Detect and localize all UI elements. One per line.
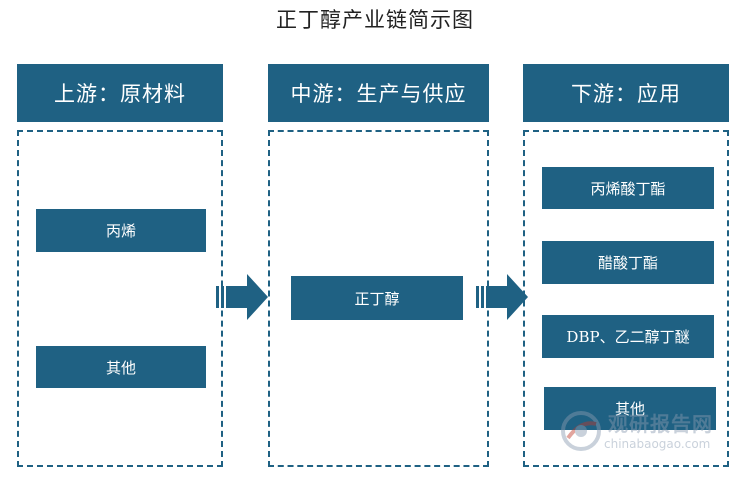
midstream-item-butanol: 正丁醇 bbox=[291, 276, 463, 320]
downstream-item-other: 其他 bbox=[544, 387, 716, 430]
watermark: 观研报告网 chinabaogao.com bbox=[560, 408, 730, 458]
upstream-box bbox=[17, 130, 223, 467]
downstream-item-butyl-acrylate: 丙烯酸丁酯 bbox=[542, 167, 714, 209]
watermark-logo-icon bbox=[561, 411, 601, 451]
diagram-title: 正丁醇产业链简示图 bbox=[276, 8, 474, 32]
watermark-name: 观研报告网 bbox=[608, 412, 713, 436]
downstream-item-dbp-glycol-ether: DBP、乙二醇丁醚 bbox=[542, 315, 714, 358]
upstream-item-propylene: 丙烯 bbox=[36, 209, 206, 252]
downstream-item-butyl-acetate: 醋酸丁酯 bbox=[542, 241, 714, 284]
downstream-header: 下游：应用 bbox=[523, 64, 729, 122]
arrow-right-icon bbox=[216, 274, 268, 320]
watermark-url: chinabaogao.com bbox=[604, 437, 711, 451]
upstream-item-other: 其他 bbox=[36, 346, 206, 388]
midstream-header: 中游：生产与供应 bbox=[268, 64, 489, 122]
arrow-right-icon bbox=[476, 274, 528, 320]
upstream-header: 上游：原材料 bbox=[17, 64, 223, 122]
